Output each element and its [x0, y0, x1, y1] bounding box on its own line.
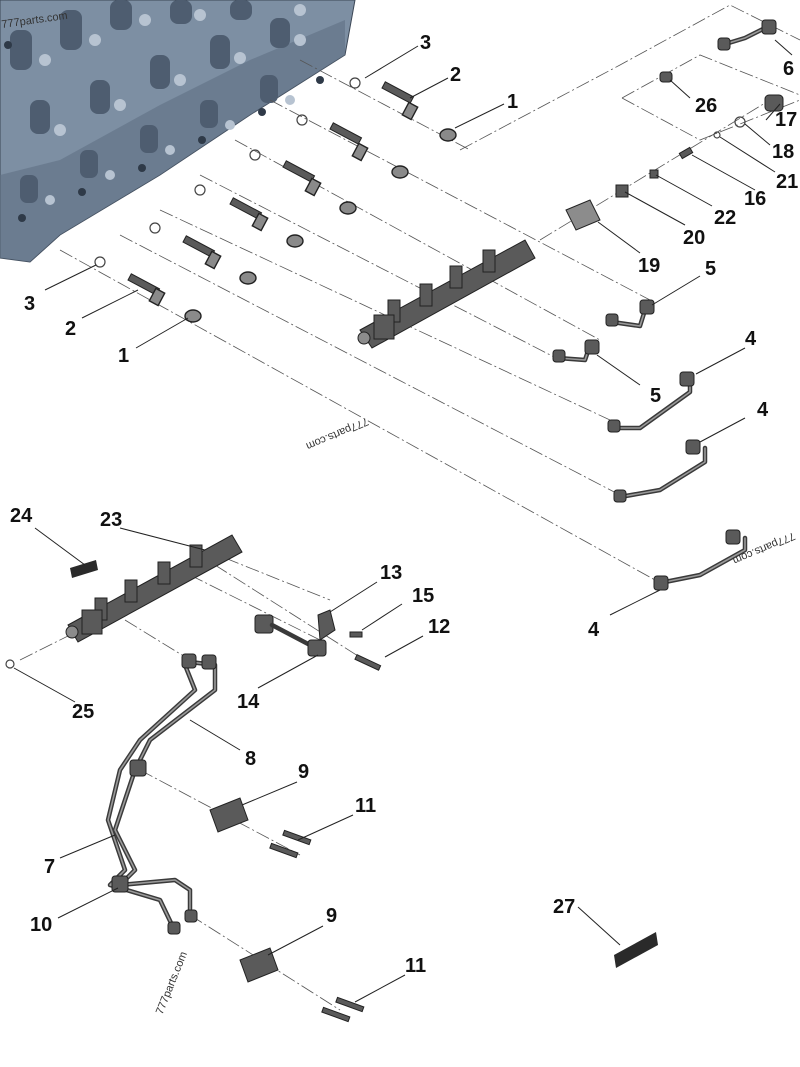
callout-5-upper: 5 — [705, 258, 716, 280]
bolts-12-15 — [349, 631, 382, 671]
callout-23: 23 — [100, 509, 122, 531]
hp-pipes-top — [552, 299, 748, 591]
leader-lines — [13, 39, 793, 1003]
callout-16: 16 — [744, 188, 766, 210]
fuel-rail-bottom — [5, 534, 243, 669]
injector-set-top — [94, 77, 457, 323]
callout-21: 21 — [776, 171, 798, 193]
callout-20: 20 — [683, 227, 705, 249]
watermark-mid: 777parts.com — [304, 415, 370, 452]
cylinder-head — [0, 0, 356, 263]
callout-14: 14 — [237, 691, 260, 713]
callout-2-top: 2 — [450, 64, 461, 86]
label-plate-24 — [70, 560, 98, 578]
callout-25: 25 — [72, 701, 94, 723]
bolts-11 — [269, 829, 365, 1023]
callout-13: 13 — [380, 562, 402, 584]
callout-4-second: 4 — [757, 399, 769, 421]
callout-11-lower: 11 — [405, 955, 426, 977]
callout-26: 26 — [695, 95, 717, 117]
callout-2-bottom: 2 — [65, 318, 76, 340]
callout-3-top: 3 — [420, 32, 431, 54]
label-plate-27 — [614, 932, 658, 968]
callout-7: 7 — [44, 856, 55, 878]
callout-18: 18 — [772, 141, 794, 163]
callout-5-lower: 5 — [650, 385, 661, 407]
callout-11-upper: 11 — [355, 795, 376, 817]
callout-9-lower: 9 — [326, 905, 337, 927]
watermark-right: 777parts.com — [731, 529, 797, 566]
callout-3-bottom: 3 — [24, 293, 35, 315]
callout-1-top: 1 — [507, 91, 518, 113]
callout-24: 24 — [10, 505, 33, 527]
fuel-pipes-lower — [105, 653, 218, 935]
rail-fittings-right — [565, 19, 784, 231]
callout-12: 12 — [428, 616, 450, 638]
callout-4-first: 4 — [745, 328, 757, 350]
callout-1-bottom: 1 — [118, 345, 129, 367]
callout-17: 17 — [775, 109, 797, 131]
watermark-bottom: 777parts.com — [154, 950, 190, 1016]
callout-9-upper: 9 — [298, 761, 309, 783]
bracket-13 — [317, 609, 336, 641]
callout-10: 10 — [30, 914, 52, 936]
rail-sensor — [254, 614, 327, 657]
callout-19: 19 — [638, 255, 660, 277]
callouts: 3 2 1 6 26 17 18 21 16 22 20 19 5 3 2 1 … — [10, 32, 798, 977]
callout-4-third: 4 — [588, 619, 600, 641]
callout-6: 6 — [783, 58, 794, 80]
callout-15: 15 — [412, 585, 434, 607]
clamps-9 — [209, 797, 279, 983]
fuel-rail-top — [357, 239, 536, 349]
callout-22: 22 — [714, 207, 736, 229]
callout-8: 8 — [245, 748, 256, 770]
callout-27: 27 — [553, 896, 575, 918]
